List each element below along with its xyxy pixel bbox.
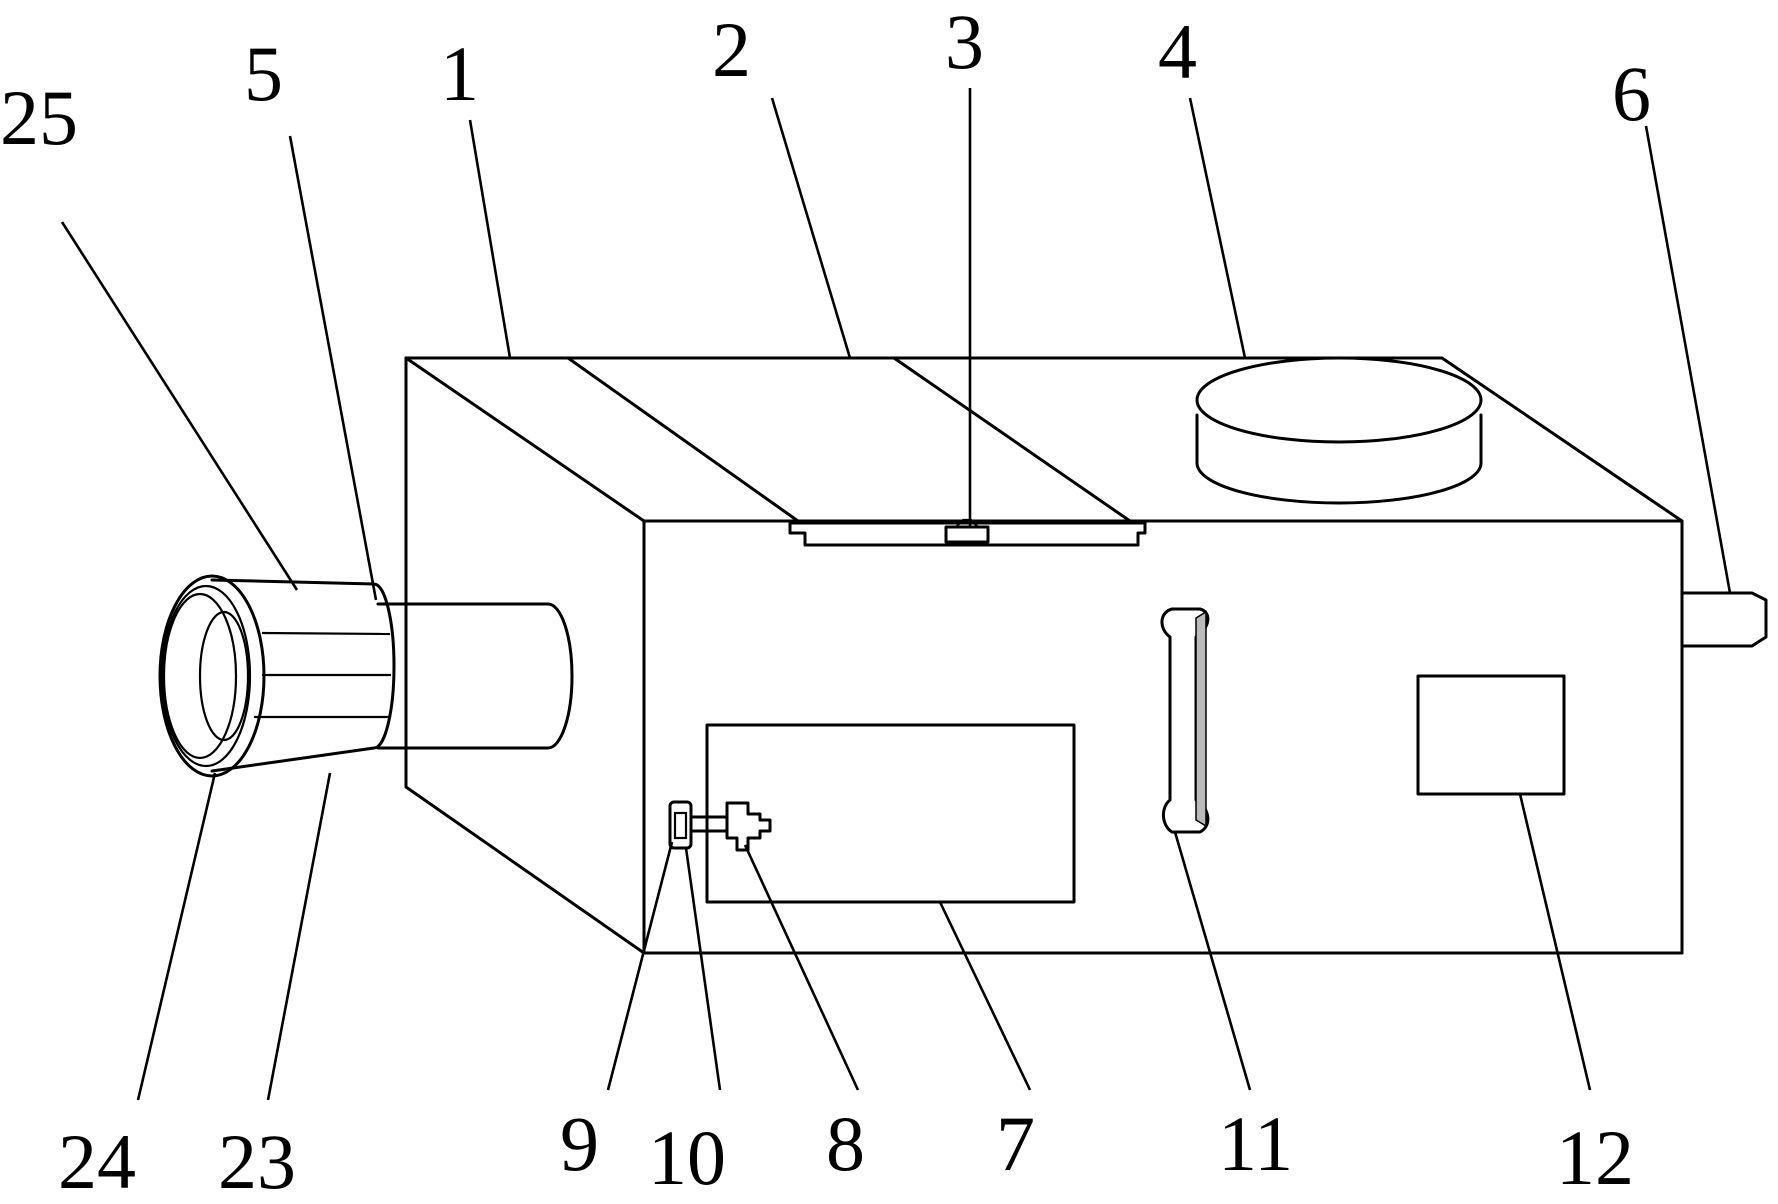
label-10: 10 — [648, 1114, 726, 1199]
latch-block — [944, 525, 990, 544]
leader-lines — [60, 88, 1732, 1101]
label-8: 8 — [826, 1100, 865, 1187]
label-5: 5 — [244, 30, 283, 117]
label-24: 24 — [58, 1118, 136, 1199]
side-shaft — [1680, 591, 1768, 648]
front-handle — [1160, 607, 1210, 834]
label-1: 1 — [440, 30, 479, 117]
top-slide-rail — [788, 518, 1147, 547]
label-12: 12 — [1556, 1114, 1634, 1199]
label-11: 11 — [1218, 1100, 1293, 1187]
nozzle-tube — [376, 602, 574, 750]
clamp-assembly — [668, 800, 772, 852]
label-4: 4 — [1158, 8, 1197, 95]
label-25: 25 — [0, 74, 78, 161]
label-9: 9 — [560, 1100, 599, 1187]
label-23: 23 — [218, 1118, 296, 1199]
label-3: 3 — [945, 0, 984, 85]
nozzle-collar — [158, 574, 396, 778]
label-6: 6 — [1612, 50, 1651, 137]
top-cap-cylinder — [1195, 356, 1483, 505]
label-2: 2 — [712, 6, 751, 93]
control-box — [1416, 674, 1566, 796]
front-window — [705, 723, 1076, 904]
reference-labels: 1 2 3 4 5 6 25 24 23 9 10 8 7 11 12 — [0, 0, 1651, 1204]
label-7: 7 — [996, 1100, 1035, 1187]
housing-body — [404, 356, 1684, 955]
